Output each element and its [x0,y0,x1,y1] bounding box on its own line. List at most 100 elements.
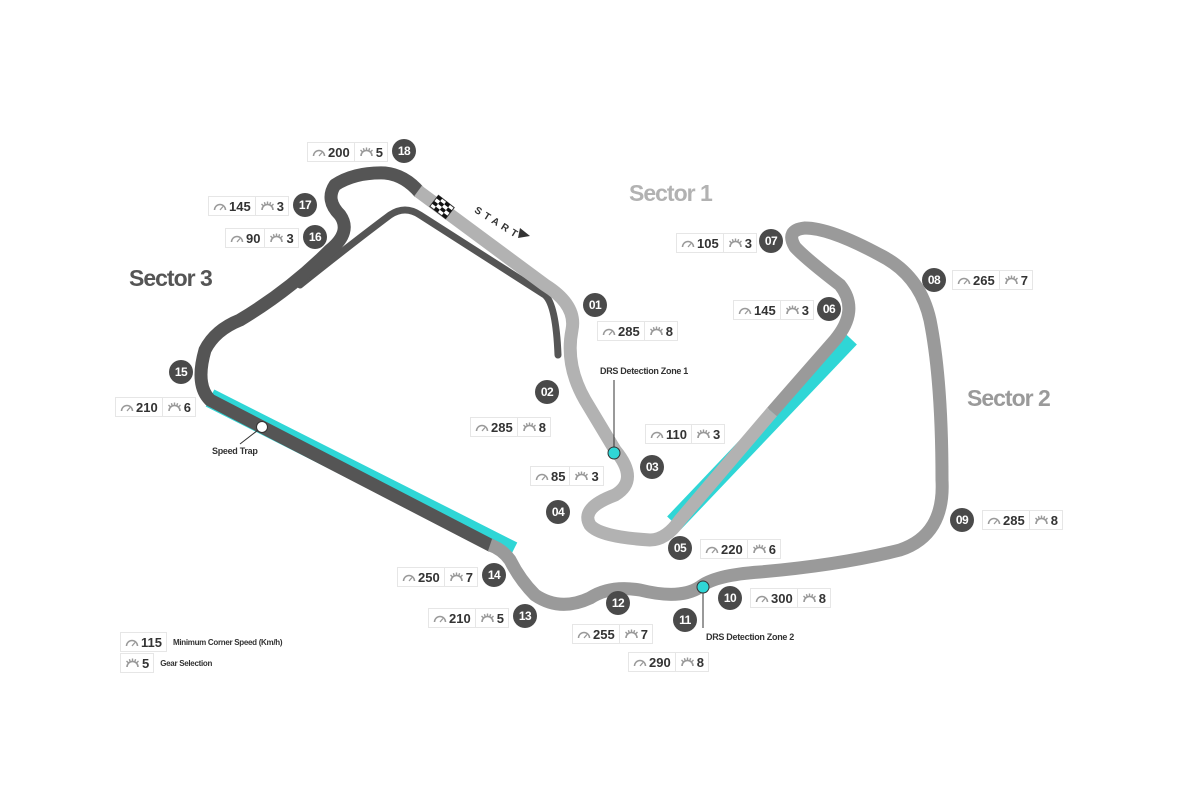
speedometer-icon [125,635,139,650]
drs-zone-2-label: DRS Detection Zone 2 [706,632,795,642]
gear: 3 [286,230,294,246]
gear-icon [1004,273,1019,288]
gear-icon [449,570,464,585]
corner-badge-13: 13 [513,604,537,628]
gear-icon [125,656,140,671]
sector-1-label: Sector 1 [629,180,713,206]
gear: 3 [591,468,599,484]
gear: 5 [496,610,504,626]
checkered-flag-icon [429,194,455,220]
gear: 6 [183,399,191,415]
gear-icon [785,303,800,318]
gear: 3 [801,302,809,318]
speedometer-icon [312,145,326,160]
legend-gear: 5 Gear Selection [120,653,212,673]
min-speed: 210 [449,610,471,626]
speedometer-icon [681,236,695,251]
legend-speed-label: Minimum Corner Speed (Km/h) [172,637,283,647]
corner-badge-04: 04 [546,500,570,524]
legend-gear-label: Gear Selection [160,658,213,668]
gear-icon [574,469,589,484]
corner-badge-11: 11 [673,608,697,632]
speedometer-icon [402,570,416,585]
speedometer-icon [535,469,549,484]
speedometer-icon [433,611,447,626]
corner-badge-15: 15 [169,360,193,384]
gear: 5 [375,144,383,160]
gear-icon [649,324,664,339]
gear-icon [624,627,639,642]
corner-info-14: 250 7 [397,567,478,587]
inner-loop-track [296,206,562,359]
speed-trap-label: Speed Trap [212,446,258,456]
corner-info-13: 210 5 [428,608,509,628]
sector-2-track [487,221,949,611]
min-speed: 285 [618,323,640,339]
corner-info-05: 220 6 [700,539,781,559]
min-speed: 105 [697,235,719,251]
speedometer-icon [650,427,664,442]
gear-icon [752,542,767,557]
gear-icon [680,655,695,670]
corner-badge-01: 01 [583,293,607,317]
corner-info-16: 90 3 [225,228,299,248]
gear-icon [802,591,817,606]
corner-badge-17: 17 [293,193,317,217]
speedometer-icon [738,303,752,318]
corner-badge-03: 03 [640,455,664,479]
corner-badge-07: 07 [759,229,783,253]
legend-speed-value: 115 [141,634,162,650]
gear: 7 [465,569,473,585]
speedometer-icon [705,542,719,557]
min-speed: 90 [246,230,261,246]
corner-badge-02: 02 [535,380,559,404]
gear: 7 [640,626,648,642]
gear-icon [696,427,711,442]
speedometer-icon [475,420,489,435]
legend-gear-value: 5 [142,655,150,671]
corner-info-06: 145 3 [733,300,814,320]
min-speed: 220 [721,541,743,557]
gear: 6 [768,541,776,557]
corner-badge-06: 06 [817,297,841,321]
min-speed: 250 [418,569,440,585]
drs-zone-1-label: DRS Detection Zone 1 [600,366,689,376]
gear: 8 [818,590,826,606]
corner-badge-09: 09 [950,508,974,532]
gear: 3 [276,198,284,214]
gear-icon [359,145,374,160]
corner-badge-10: 10 [718,586,742,610]
min-speed: 145 [754,302,776,318]
drs-detection-point-1 [607,446,621,460]
sector-1-track [414,185,777,547]
speedometer-icon [602,324,616,339]
gear: 3 [744,235,752,251]
min-speed: 200 [328,144,350,160]
speedometer-icon [987,513,1001,528]
speedometer-icon [577,627,591,642]
min-speed: 290 [649,654,671,670]
gear-icon [1034,513,1049,528]
gear: 8 [1050,512,1058,528]
gear: 7 [1020,272,1028,288]
speedometer-icon [957,273,971,288]
speedometer-icon [120,400,134,415]
speed-trap-point [256,421,268,433]
corner-badge-08: 08 [922,268,946,292]
corner-info-07: 105 3 [676,233,757,253]
gear-icon [260,199,275,214]
legend-speed: 115 Minimum Corner Speed (Km/h) [120,632,283,652]
gear-icon [269,231,284,246]
drs-detection-point-2 [696,580,710,594]
